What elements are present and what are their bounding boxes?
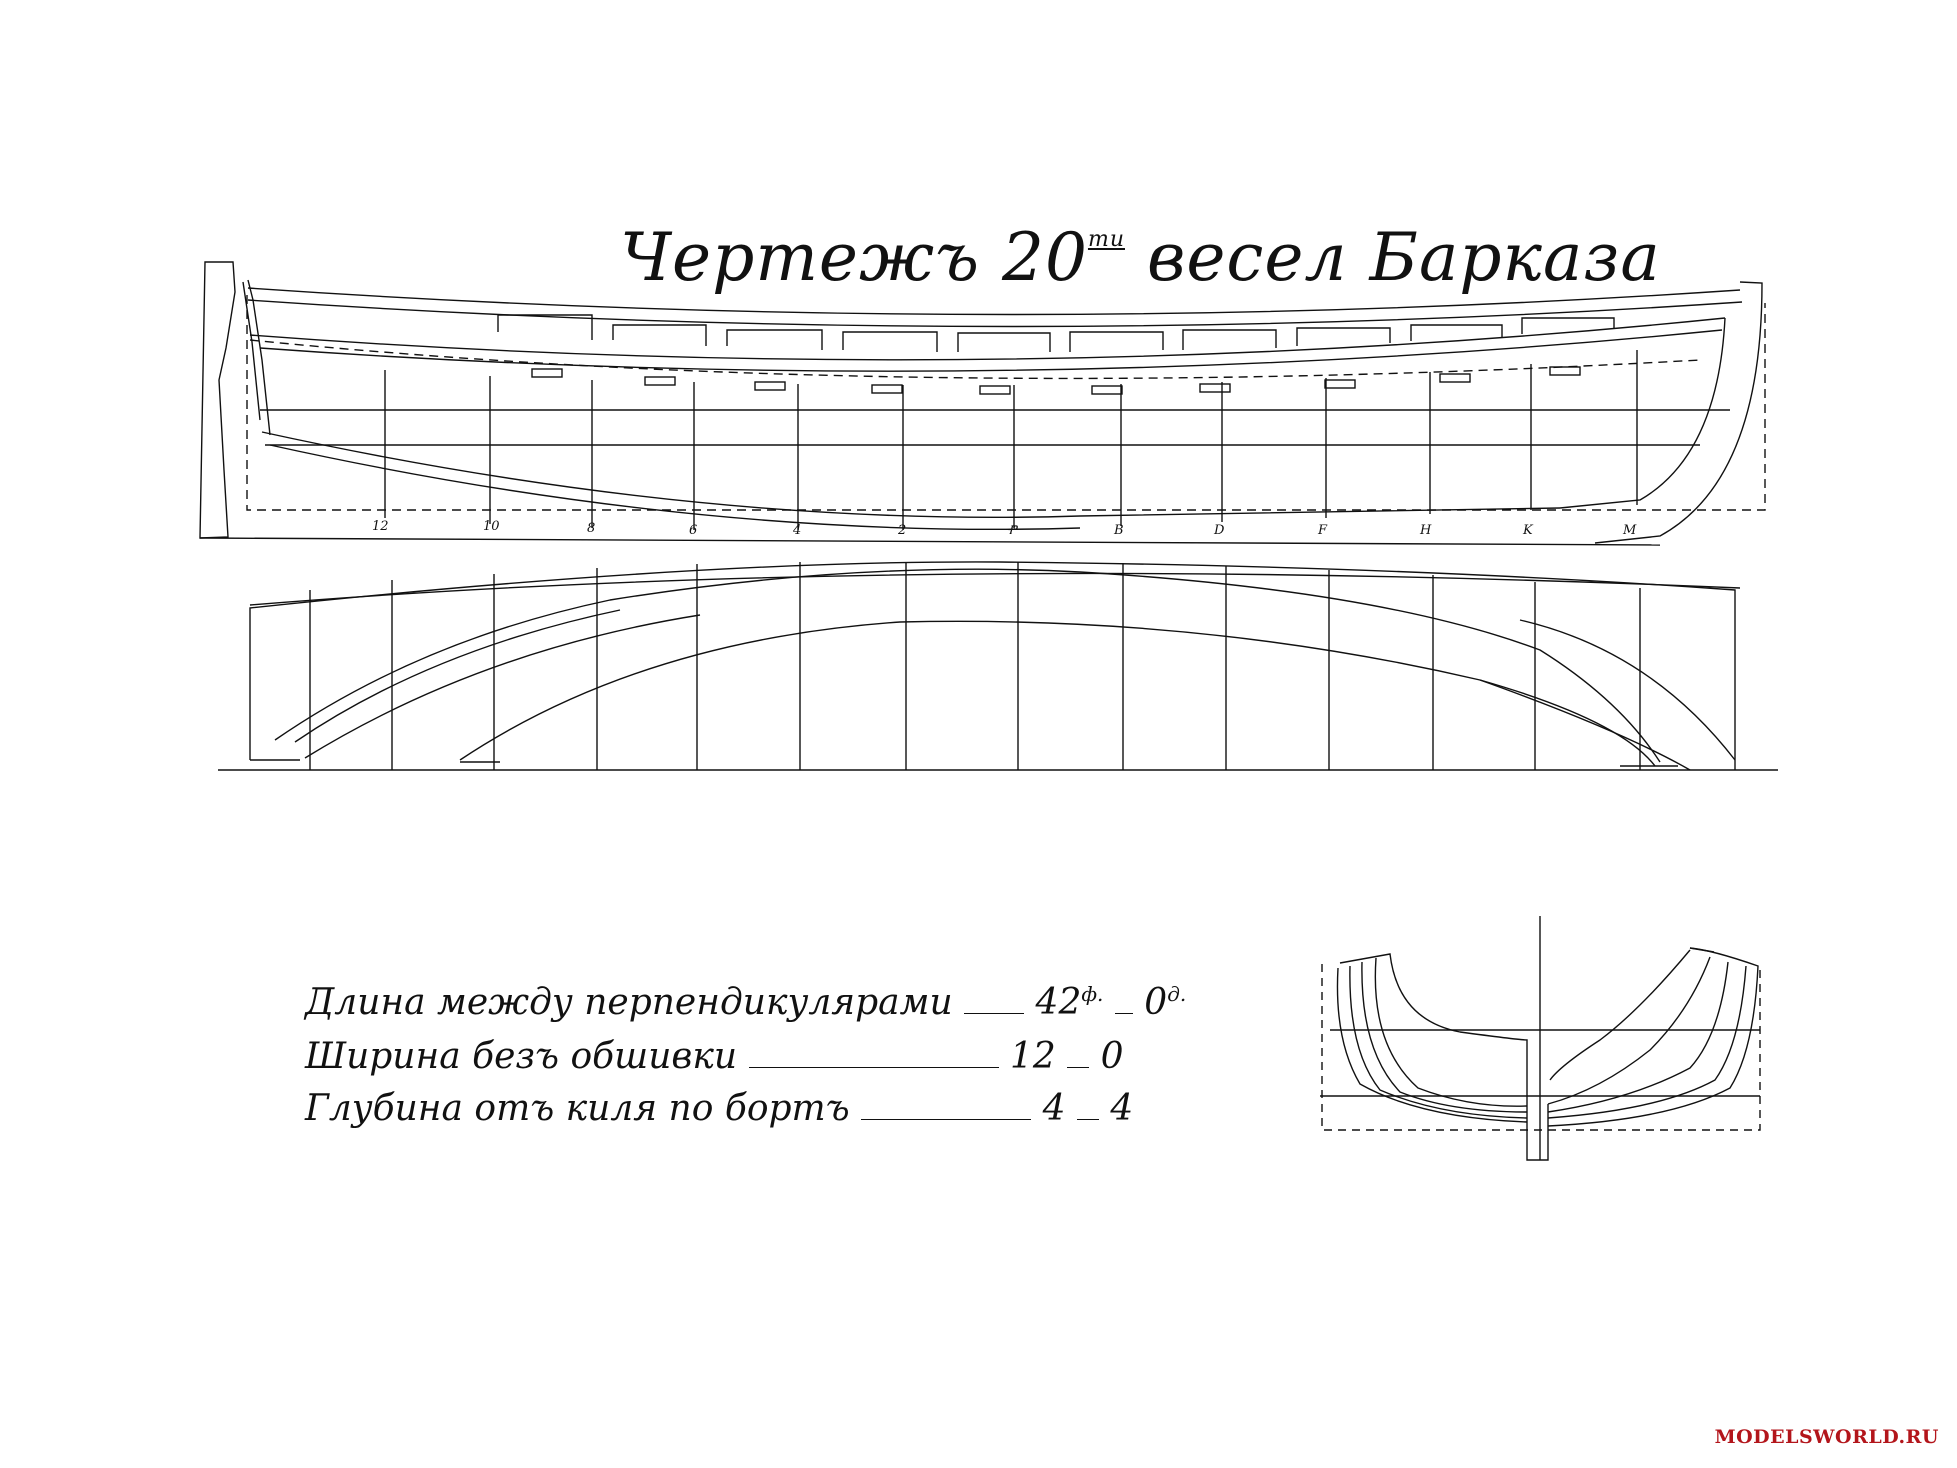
station-label: 8 xyxy=(587,521,595,536)
thwarts xyxy=(497,314,1615,352)
drawing-title: Чертежъ 20ти весел Барказа xyxy=(620,200,1660,296)
station-label: 4 xyxy=(792,523,801,538)
station-label: K xyxy=(1522,523,1534,538)
spec-depth-label: Глубина отъ киля по бортъ xyxy=(305,1088,850,1129)
title-main: Чертежъ 20 xyxy=(620,219,1088,296)
profile-stations xyxy=(384,350,1638,530)
spec-depth-feet: 4 xyxy=(1042,1088,1066,1129)
half-breadth-stations xyxy=(309,562,1641,770)
spec-width-inches: 0 xyxy=(1100,1036,1124,1077)
body-plan xyxy=(1320,916,1761,1161)
title-rest: весел Барказа xyxy=(1124,219,1661,296)
spec-depth-inches: 4 xyxy=(1110,1088,1134,1129)
station-label: Ⱂ xyxy=(1007,523,1019,538)
spec-length-inches: 0 xyxy=(1144,982,1168,1023)
station-label: D xyxy=(1213,523,1225,538)
station-label: F xyxy=(1317,523,1328,538)
spec-depth: Глубина отъ киля по бортъ 4 4 xyxy=(305,1088,1133,1129)
spec-length-feet: 42 xyxy=(1035,982,1082,1023)
station-label: В xyxy=(1113,523,1124,538)
station-label: 10 xyxy=(483,519,500,534)
spec-width-label: Ширина безъ обшивки xyxy=(305,1036,738,1077)
oarlocks xyxy=(531,366,1581,395)
spec-length-label: Длина между перпендикулярами xyxy=(305,982,953,1023)
station-label: 12 xyxy=(372,519,389,534)
profile-view xyxy=(199,261,1766,546)
station-label: 2 xyxy=(897,523,906,538)
station-label: 6 xyxy=(689,523,697,538)
watermark: MODELSWORLD.RU xyxy=(1714,1426,1939,1448)
spec-length-inches-mark: д. xyxy=(1167,982,1187,1006)
half-breadth-view xyxy=(218,561,1778,771)
spec-width-feet: 12 xyxy=(1009,1036,1056,1077)
spec-length: Длина между перпендикулярами 42ф. 0д. xyxy=(305,982,1186,1023)
station-label: H xyxy=(1419,523,1432,538)
title-sup: ти xyxy=(1087,227,1125,252)
station-labels: 12 10 8 6 4 2 Ⱂ В D F H K M xyxy=(372,519,1637,538)
station-label: M xyxy=(1622,523,1637,538)
spec-length-feet-mark: ф. xyxy=(1081,982,1104,1006)
spec-width: Ширина безъ обшивки 12 0 xyxy=(305,1036,1124,1077)
